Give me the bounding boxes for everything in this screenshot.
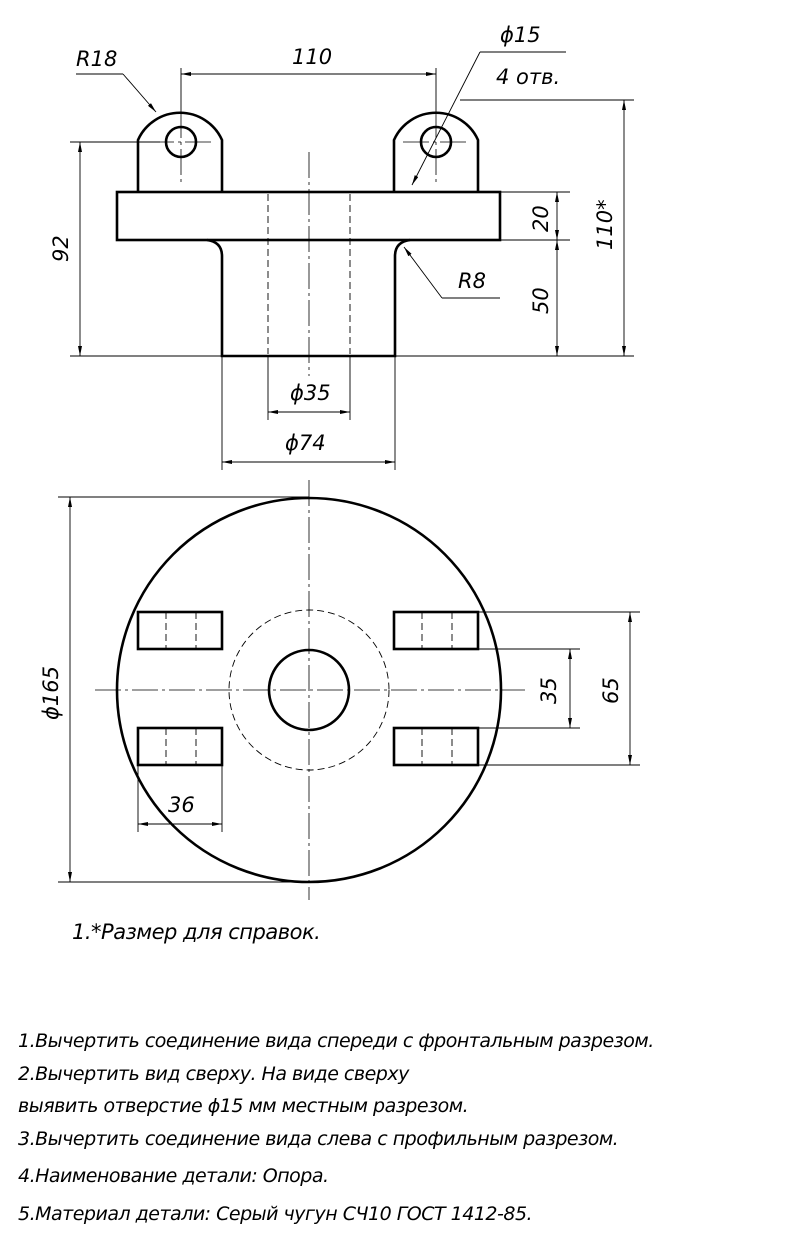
footnote-reference: 1.*Размер для справок. (72, 920, 321, 944)
lug-top-left (136, 610, 224, 651)
task-line-6: 5.Материал детали: Серый чугун СЧ10 ГОСТ… (18, 1203, 533, 1225)
flange (115, 190, 502, 242)
top-view (95, 480, 525, 900)
dim-35-lug-gap: 35 (537, 677, 561, 704)
dim-d35-bore: ϕ35 (290, 381, 331, 405)
task-line-5: 4.Наименование детали: Опора. (18, 1165, 329, 1187)
dim-d165-flange: ϕ165 (39, 666, 63, 720)
task-line-3: выявить отверстие ϕ15 мм местным разрезо… (18, 1095, 469, 1117)
front-dimensions: 110 R18 ϕ15 4 отв. 92 20 50 110* R8 (49, 23, 634, 470)
dim-r18: R18 (76, 47, 117, 71)
dim-r8: R8 (458, 269, 486, 293)
lug-top-right (392, 610, 480, 651)
dim-50-hub: 50 (529, 287, 553, 314)
dim-d74-hub: ϕ74 (285, 431, 326, 455)
left-lug-outline (136, 111, 224, 192)
dim-65-lug-span: 65 (599, 677, 623, 704)
dim-holes-count: 4 отв. (496, 65, 560, 89)
dim-110-height-ref: 110* (593, 199, 617, 250)
dim-92-height: 92 (49, 235, 73, 262)
task-line-2: 2.Вычертить вид сверху. На виде сверху (18, 1063, 409, 1085)
task-line-4: 3.Вычертить соединение вида слева с проф… (18, 1128, 619, 1150)
lug-bottom-left (136, 726, 224, 767)
top-dimensions: ϕ165 35 65 36 (39, 496, 640, 883)
dim-110-width: 110 (292, 45, 332, 69)
front-view (115, 111, 502, 376)
dim-20-flange: 20 (529, 205, 553, 232)
hub-outline (206, 238, 411, 358)
dim-36-lug-length: 36 (168, 793, 195, 817)
dim-d15: ϕ15 (500, 23, 541, 47)
task-line-1: 1.Вычертить соединение вида спереди с фр… (18, 1030, 654, 1052)
lug-bottom-right (392, 726, 480, 767)
